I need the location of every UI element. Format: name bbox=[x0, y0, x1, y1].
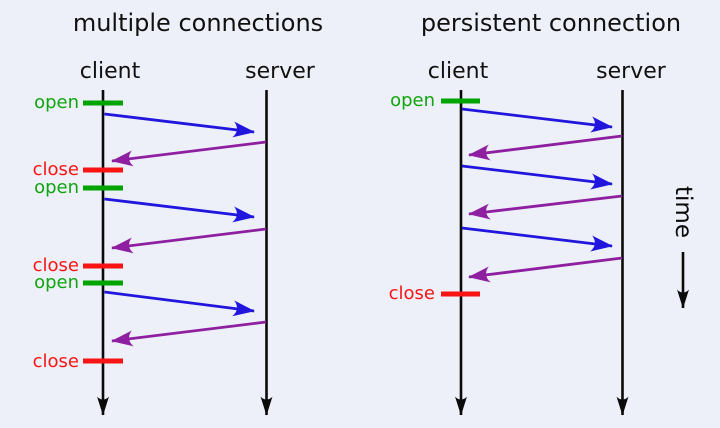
response-arrow bbox=[468, 194, 623, 220]
request-arrow bbox=[104, 290, 255, 317]
request-arrow bbox=[461, 164, 613, 190]
close-label: close bbox=[33, 351, 79, 372]
close-label: close bbox=[389, 283, 435, 304]
open-label: open bbox=[390, 90, 435, 111]
request-arrow bbox=[104, 197, 255, 223]
open-label: open bbox=[34, 272, 79, 293]
server-column-header: server bbox=[596, 59, 667, 84]
open-label: open bbox=[34, 177, 79, 198]
panel-multiple-connections: multiple connections client server open … bbox=[33, 9, 323, 416]
time-axis-label: time bbox=[670, 186, 696, 238]
open-label: open bbox=[34, 92, 79, 113]
response-arrow bbox=[468, 134, 623, 161]
panel-title: multiple connections bbox=[73, 9, 323, 37]
time-axis: time bbox=[670, 186, 696, 309]
panel-persistent-connection: persistent connection client server open… bbox=[389, 9, 681, 416]
request-arrow bbox=[104, 112, 255, 138]
request-arrow bbox=[461, 226, 613, 252]
close-label: close bbox=[33, 255, 79, 276]
response-arrow bbox=[468, 256, 623, 283]
client-column-header: client bbox=[428, 59, 489, 84]
server-column-header: server bbox=[245, 59, 316, 84]
response-arrow bbox=[111, 227, 267, 254]
client-column-header: client bbox=[80, 59, 141, 84]
request-arrow bbox=[461, 107, 613, 133]
response-arrow bbox=[111, 140, 267, 167]
panel-title: persistent connection bbox=[421, 9, 681, 37]
close-label: close bbox=[33, 159, 79, 180]
response-arrow bbox=[111, 320, 267, 347]
